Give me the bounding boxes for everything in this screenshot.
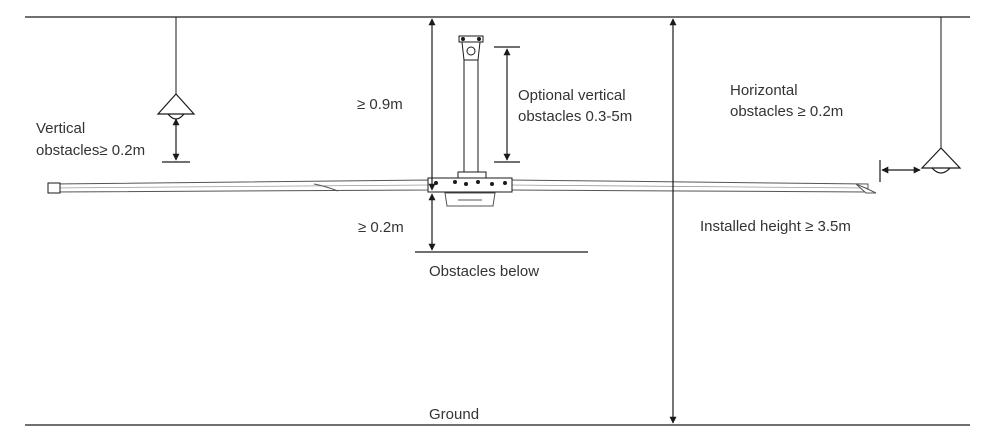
top-clearance-label: ≥ 0.9m xyxy=(357,96,403,113)
fan-mount xyxy=(444,35,496,207)
fan-blades xyxy=(47,177,877,194)
left-pendant-lamp xyxy=(156,17,196,120)
vertical-obstacle-dimension xyxy=(162,118,190,163)
optional-vertical-dimension xyxy=(494,46,520,163)
right-pendant-lamp xyxy=(920,17,962,174)
ground-label: Ground xyxy=(429,406,480,423)
horizontal-obstacles-label-line1: Horizontal xyxy=(730,82,798,99)
vertical-obstacles-label-line2: obstacles≥ 0.2m xyxy=(36,142,146,159)
bottom-clearance-label: ≥ 0.2m xyxy=(358,219,404,236)
installed-height-label: Installed height ≥ 3.5m xyxy=(700,218,851,235)
obstacles-below-label: Obstacles below xyxy=(429,263,540,280)
optional-vertical-label-line1: Optional vertical xyxy=(518,87,626,104)
horizontal-obstacle-dimension xyxy=(879,160,921,182)
horizontal-obstacles-label-line2: obstacles ≥ 0.2m xyxy=(730,103,844,120)
optional-vertical-label-line2: obstacles 0.3-5m xyxy=(518,108,633,125)
vertical-obstacles-label-line1: Vertical xyxy=(36,120,86,137)
